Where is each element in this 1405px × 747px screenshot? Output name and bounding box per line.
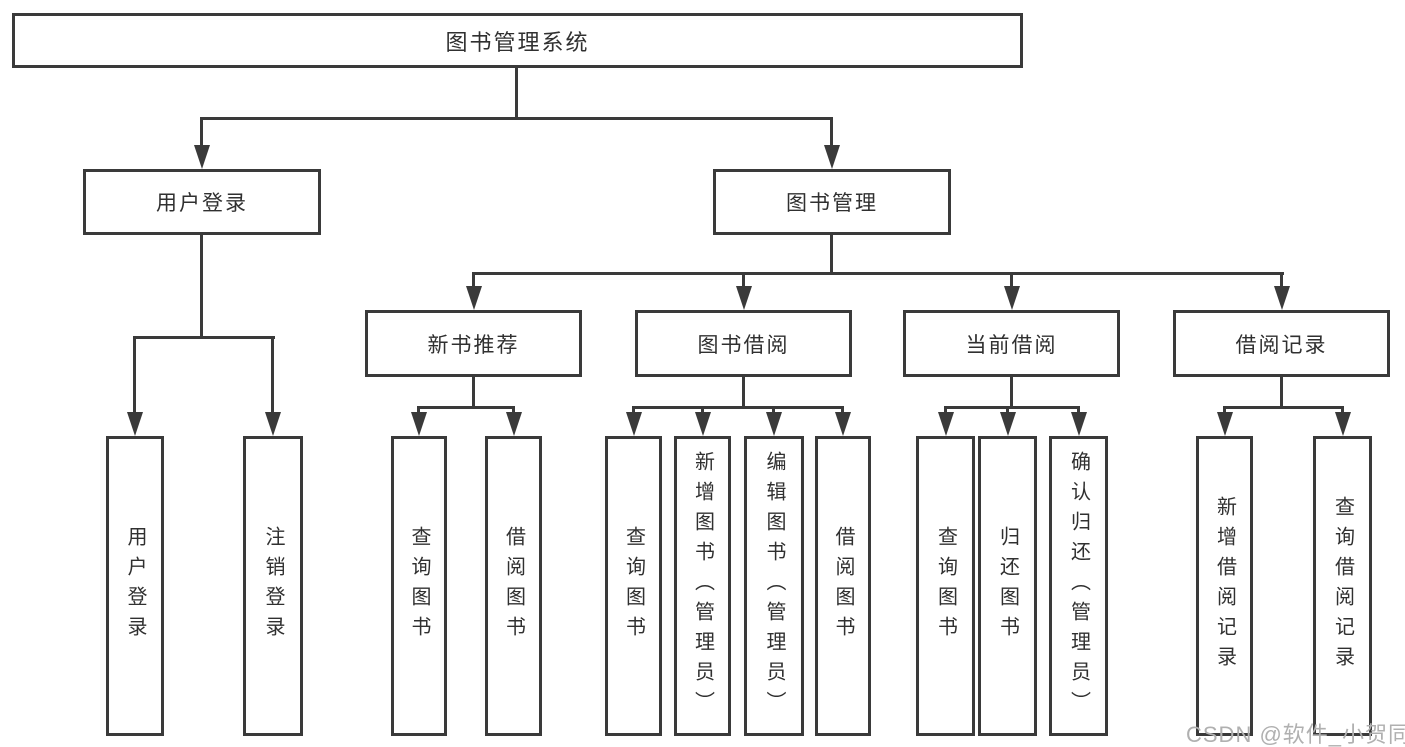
node-current-borrow: 当前借阅: [903, 310, 1120, 377]
connector-line: [417, 406, 420, 416]
node-book-borrow: 图书借阅: [635, 310, 852, 377]
arrow-head: [1004, 286, 1020, 310]
arrow-head: [1274, 286, 1290, 310]
connector-line: [1280, 272, 1283, 290]
connector-line: [1010, 272, 1013, 290]
csdn-watermark: CSDN @软件_小贺同学: [1186, 722, 1405, 747]
arrow-head: [506, 412, 522, 436]
leaf-bb-edit-books-admin: 编辑图书（管理员）: [744, 436, 804, 736]
arrow-head: [1217, 412, 1233, 436]
arrow-head: [265, 412, 281, 436]
connector-line: [841, 406, 844, 416]
connector-line: [133, 336, 275, 339]
leaf-bb-add-books-admin: 新增图书（管理员）: [674, 436, 731, 736]
connector-line: [512, 406, 515, 416]
connector-line: [472, 272, 1284, 275]
connector-line: [1341, 406, 1344, 416]
connector-line: [133, 336, 136, 416]
arrow-head: [736, 286, 752, 310]
connector-line: [200, 117, 203, 150]
connector-line: [742, 377, 745, 407]
connector-line: [472, 377, 475, 407]
connector-line: [472, 272, 475, 290]
leaf-user-login: 用户登录: [106, 436, 164, 736]
arrow-head: [1071, 412, 1087, 436]
connector-line: [271, 336, 274, 416]
connector-line: [830, 235, 833, 273]
arrow-head: [626, 412, 642, 436]
leaf-cb-query-books: 查询图书: [916, 436, 975, 736]
connector-line: [515, 68, 518, 118]
connector-line: [1010, 377, 1013, 407]
leaf-rec-borrow-books: 借阅图书: [485, 436, 542, 736]
leaf-br-query-record: 查询借阅记录: [1313, 436, 1372, 736]
connector-line: [200, 117, 833, 120]
connector-line: [1006, 406, 1009, 416]
leaf-bb-query-books: 查询图书: [605, 436, 662, 736]
arrow-head: [127, 412, 143, 436]
arrow-head: [695, 412, 711, 436]
connector-line: [772, 406, 775, 416]
connector-line: [632, 406, 844, 409]
connector-line: [701, 406, 704, 416]
connector-line: [632, 406, 635, 416]
leaf-br-add-record: 新增借阅记录: [1196, 436, 1253, 736]
arrow-head: [938, 412, 954, 436]
arrow-head: [1000, 412, 1016, 436]
connector-line: [830, 117, 833, 150]
arrow-head: [766, 412, 782, 436]
arrow-head: [194, 145, 210, 169]
connector-line: [1280, 377, 1283, 407]
leaf-rec-query-books: 查询图书: [391, 436, 447, 736]
connector-line: [200, 235, 203, 337]
node-library-management-system: 图书管理系统: [12, 13, 1023, 68]
arrow-head: [824, 145, 840, 169]
node-borrow-records: 借阅记录: [1173, 310, 1390, 377]
leaf-cb-return-books: 归还图书: [978, 436, 1037, 736]
leaf-cb-confirm-return-admin: 确认归还（管理员）: [1049, 436, 1108, 736]
arrow-head: [466, 286, 482, 310]
connector-line: [742, 272, 745, 290]
connector-line: [944, 406, 947, 416]
leaf-bb-borrow-books: 借阅图书: [815, 436, 871, 736]
connector-line: [944, 406, 1080, 409]
node-book-management: 图书管理: [713, 169, 951, 235]
arrow-head: [1335, 412, 1351, 436]
arrow-head: [411, 412, 427, 436]
connector-line: [1077, 406, 1080, 416]
node-user-login-group: 用户登录: [83, 169, 321, 235]
leaf-logout: 注销登录: [243, 436, 303, 736]
arrow-head: [835, 412, 851, 436]
connector-line: [1223, 406, 1344, 409]
connector-line: [417, 406, 515, 409]
connector-line: [1223, 406, 1226, 416]
node-new-book-recommend: 新书推荐: [365, 310, 582, 377]
